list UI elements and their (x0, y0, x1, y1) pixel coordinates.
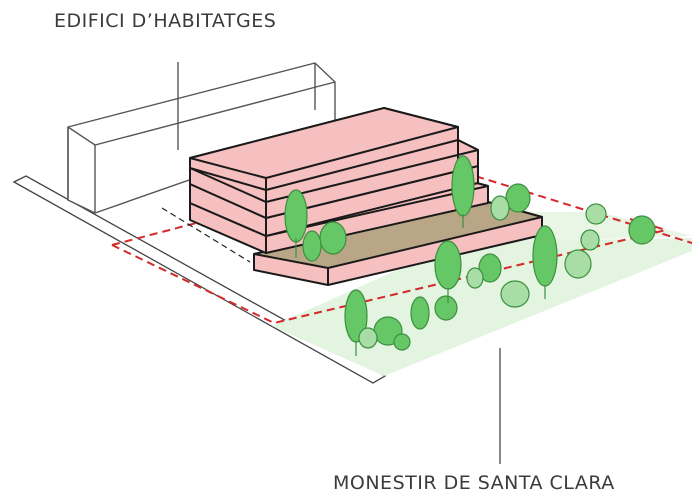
monastery-label: MONESTIR DE SANTA CLARA (333, 472, 615, 494)
leader-lines (177, 62, 501, 464)
trees (284, 155, 656, 356)
residential-building-label: EDIFICI D’HABITATGES (54, 10, 277, 32)
footprint-line (161, 207, 251, 263)
